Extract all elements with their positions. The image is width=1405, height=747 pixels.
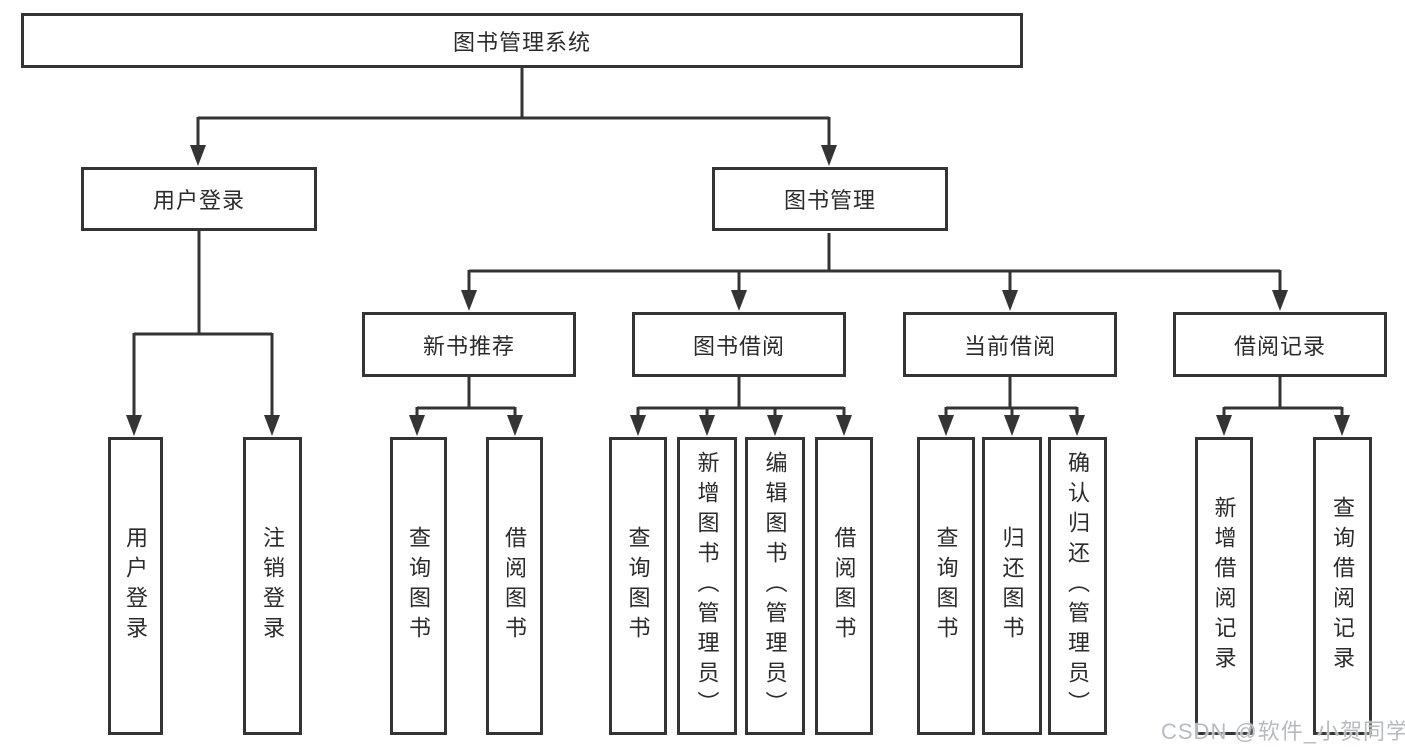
leaf-label: 归还图书 [999, 526, 1025, 646]
arrowhead-icons [126, 145, 1350, 436]
leaf-label: 查询图书 [625, 526, 651, 646]
node-label: 图书借阅 [692, 333, 785, 359]
leaf-return-books: 归还图书 [982, 437, 1042, 735]
node-borrowing-records: 借阅记录 [1173, 312, 1387, 377]
node-label: 当前借阅 [963, 333, 1056, 359]
leaf-label: 新增图书（管理员） [694, 451, 720, 721]
arrow-down-icon [731, 290, 747, 311]
leaf-query-books-borrowing: 查询图书 [609, 437, 667, 735]
leaf-user-login: 用户登录 [108, 437, 163, 735]
arrow-down-icon [1002, 290, 1018, 311]
arrow-down-icon [699, 415, 715, 436]
arrow-down-icon [1004, 415, 1020, 436]
leaf-label: 查询图书 [933, 526, 959, 646]
leaf-label: 编辑图书（管理员） [762, 451, 788, 721]
leaf-borrow-books-recommend: 借阅图书 [486, 437, 543, 735]
node-label: 借阅记录 [1233, 333, 1326, 359]
leaf-add-borrow-record: 新增借阅记录 [1195, 437, 1253, 735]
node-new-book-recommendation: 新书推荐 [362, 312, 576, 377]
leaf-borrow-books: 借阅图书 [815, 437, 873, 735]
node-label: 新书推荐 [422, 333, 515, 359]
arrow-down-icon [630, 415, 646, 436]
arrow-down-icon [507, 415, 523, 436]
arrow-down-icon [1069, 415, 1085, 436]
leaf-confirm-return-admin: 确认归还（管理员） [1048, 437, 1107, 735]
leaf-query-books-recommend: 查询图书 [390, 437, 447, 735]
leaf-label: 新增借阅记录 [1211, 496, 1237, 676]
arrow-down-icon [767, 415, 783, 436]
leaf-label: 查询借阅记录 [1330, 496, 1356, 676]
leaf-label: 注销登录 [260, 526, 286, 646]
node-user-login: 用户登录 [81, 167, 317, 231]
connector-path [132, 68, 1344, 416]
node-label: 用户登录 [152, 188, 245, 213]
leaf-query-borrow-record: 查询借阅记录 [1313, 437, 1372, 735]
arrow-down-icon [409, 415, 425, 436]
arrow-down-icon [821, 145, 837, 166]
leaf-add-books-admin: 新增图书（管理员） [677, 437, 737, 735]
leaf-label: 借阅图书 [502, 526, 528, 646]
leaf-label: 用户登录 [123, 526, 149, 646]
node-label: 图书管理系统 [452, 29, 591, 55]
leaf-query-books-current: 查询图书 [917, 437, 975, 735]
leaf-edit-books-admin: 编辑图书（管理员） [745, 437, 805, 735]
node-book-management: 图书管理 [712, 167, 948, 231]
arrow-down-icon [190, 145, 206, 166]
leaf-logout-login: 注销登录 [243, 437, 302, 735]
arrow-down-icon [938, 415, 954, 436]
arrow-down-icon [1334, 415, 1350, 436]
arrow-down-icon [1272, 290, 1288, 311]
node-current-borrowing: 当前借阅 [903, 312, 1117, 377]
csdn-watermark: CSDN @软件_小贺同学 [1161, 719, 1405, 744]
leaf-label: 借阅图书 [831, 526, 857, 646]
arrow-down-icon [264, 415, 280, 436]
node-system-root: 图书管理系统 [21, 13, 1023, 68]
node-label: 图书管理 [783, 188, 876, 213]
arrow-down-icon [126, 415, 142, 436]
node-book-borrowing: 图书借阅 [632, 312, 846, 377]
leaf-label: 查询图书 [406, 526, 432, 646]
arrow-down-icon [1216, 415, 1232, 436]
leaf-label: 确认归还（管理员） [1065, 451, 1091, 721]
arrow-down-icon [461, 290, 477, 311]
arrow-down-icon [836, 415, 852, 436]
